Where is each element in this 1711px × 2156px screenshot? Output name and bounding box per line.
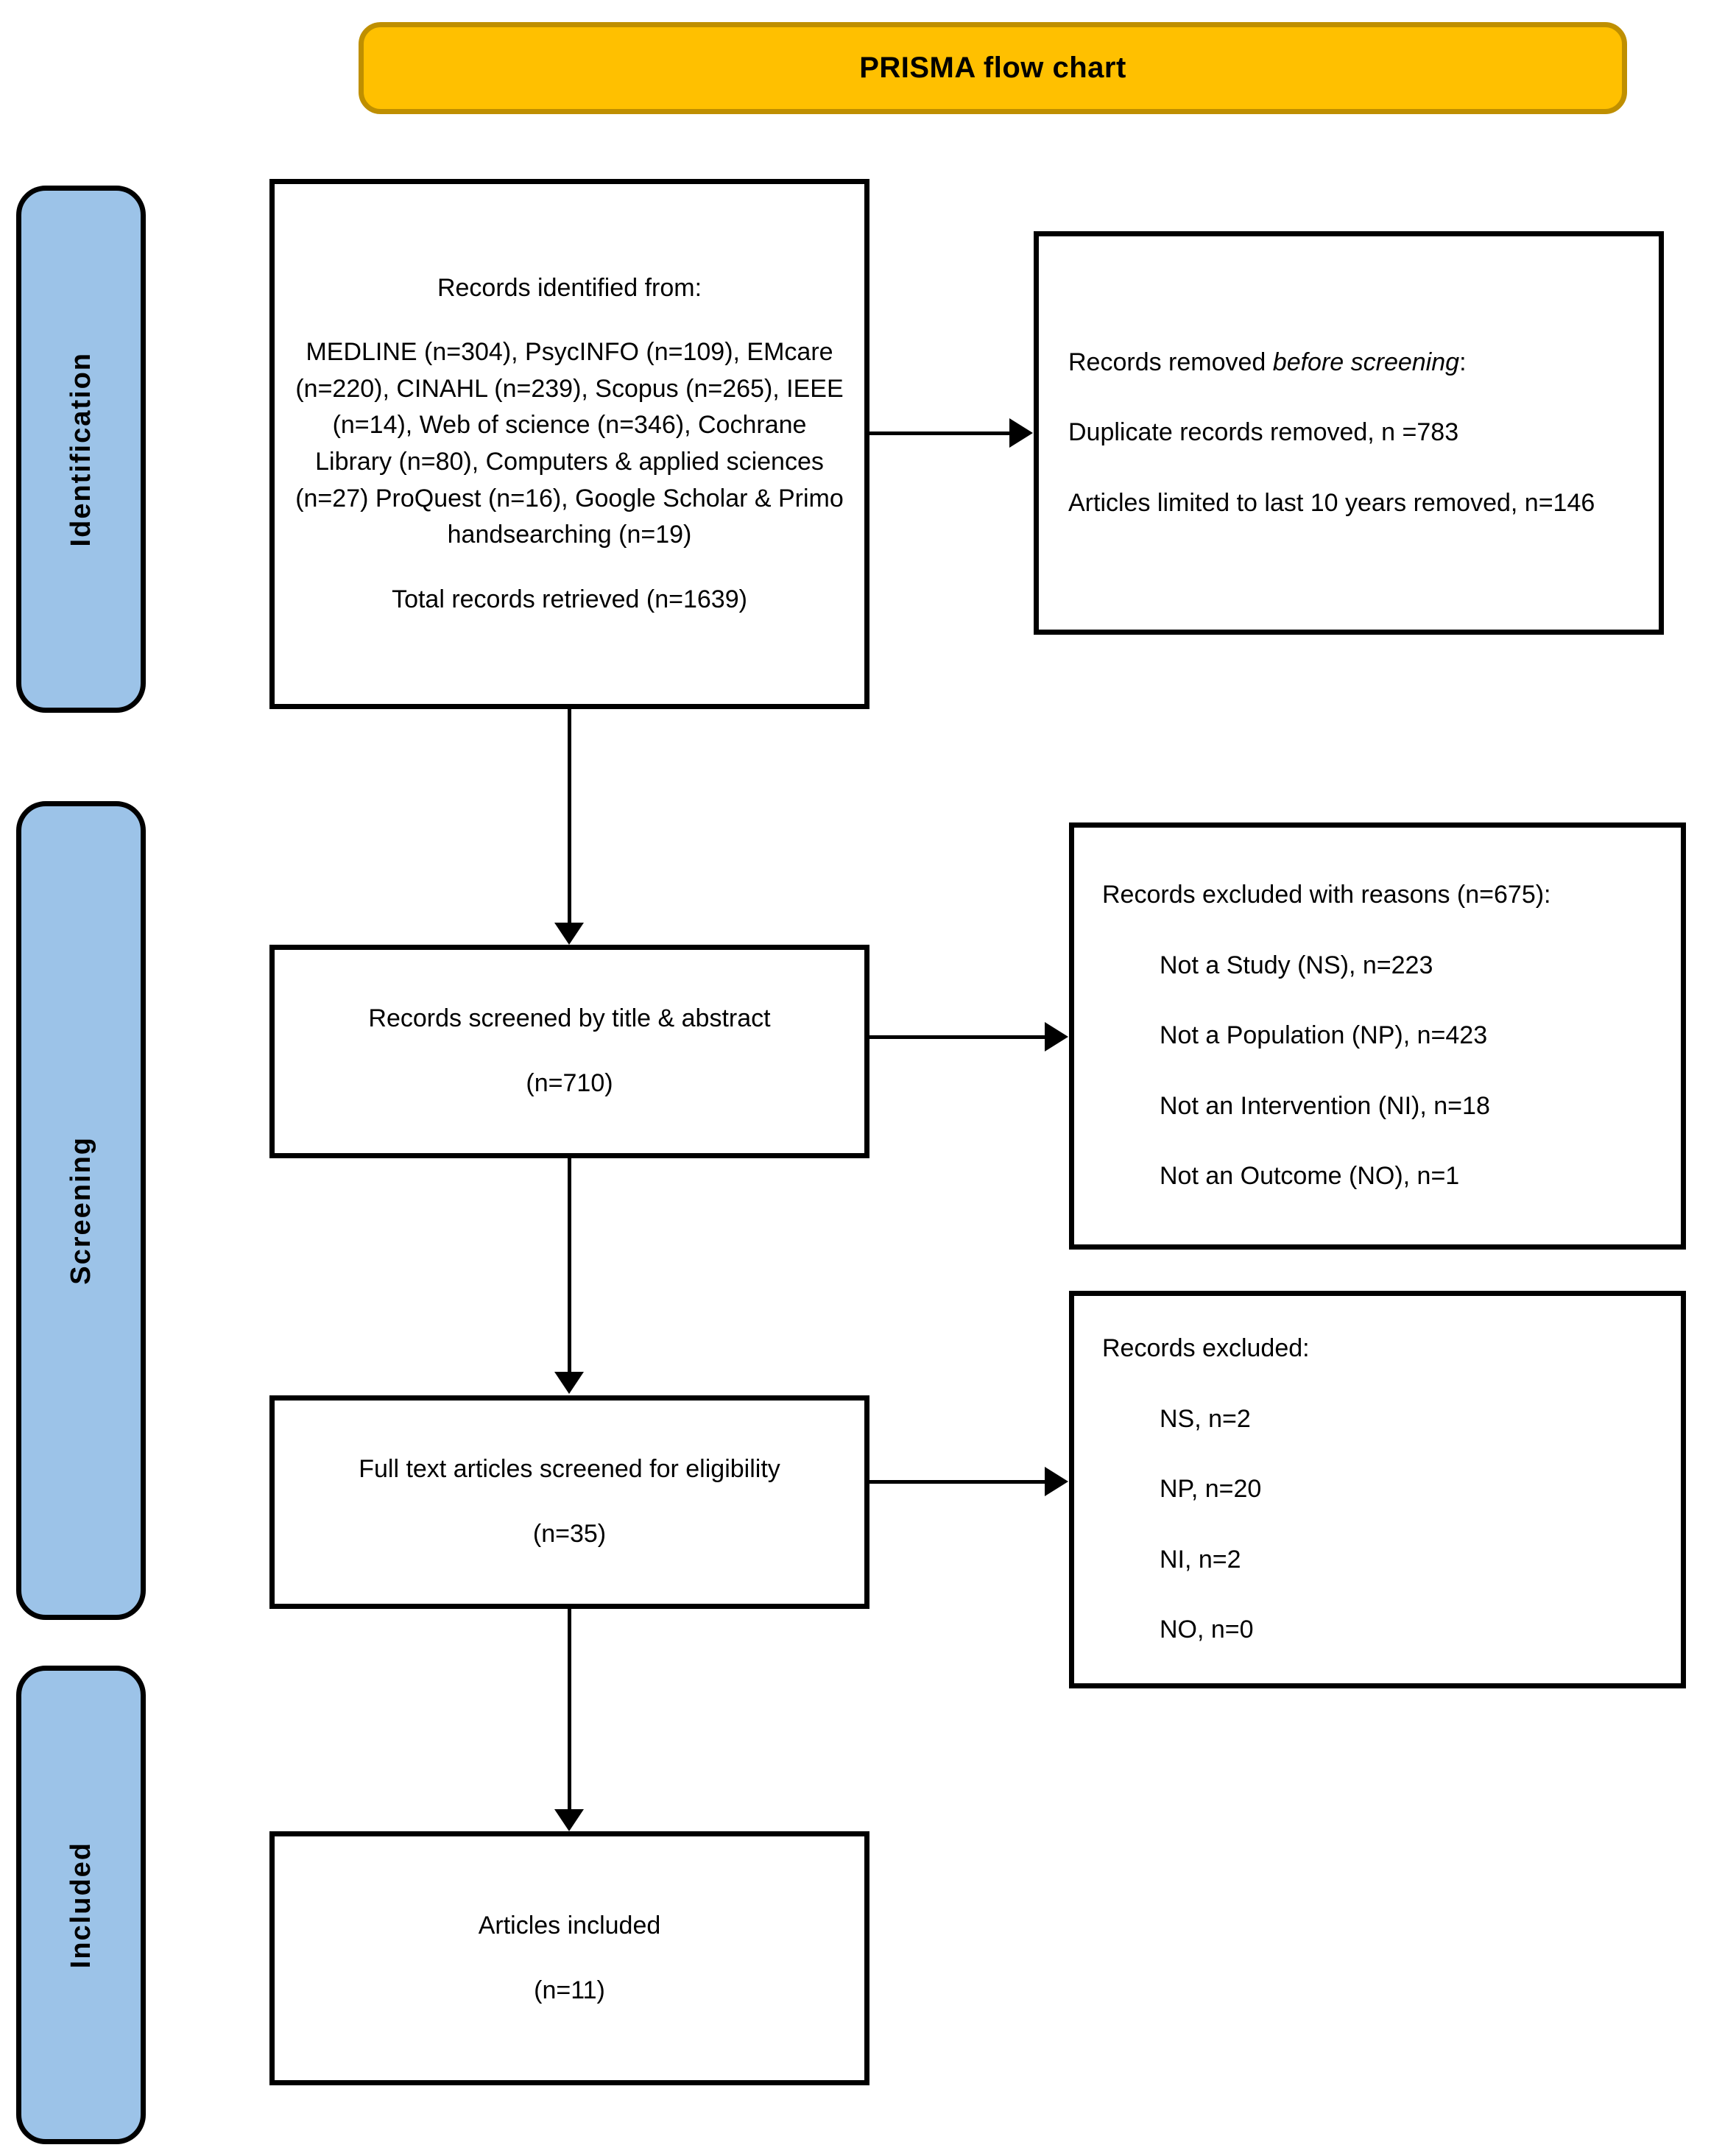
stage-label-screening-text: Screening — [65, 1136, 96, 1285]
records-identified-heading: Records identified from: — [437, 273, 702, 302]
excluded-plain-ns: NS, n=2 — [1160, 1404, 1251, 1433]
stage-label-identification: Identification — [16, 186, 146, 713]
stage-label-included: Included — [16, 1666, 146, 2144]
arrow-right-icon-identified-to-removed — [1009, 418, 1033, 448]
box-fulltext-articles-screened: Full text articles screened for eligibil… — [269, 1395, 869, 1609]
connector-fulltext-to-excluded — [869, 1480, 1045, 1484]
records-screened-label: Records screened by title & abstract — [368, 1004, 771, 1033]
connector-fulltext-to-included — [568, 1609, 571, 1809]
connector-screened-to-fulltext — [568, 1158, 571, 1372]
stage-label-identification-text: Identification — [65, 351, 96, 547]
records-removed-duplicates: Duplicate records removed, n =783 — [1068, 418, 1459, 447]
records-identified-sources: MEDLINE (n=304), PsycINFO (n=109), EMcar… — [295, 338, 844, 549]
chart-title-banner: PRISMA flow chart — [359, 22, 1627, 114]
connector-identified-to-screened — [568, 709, 571, 923]
excluded-plain-no: NO, n=0 — [1160, 1616, 1254, 1644]
box-records-removed-before-screening: Records removed before screening: Duplic… — [1034, 231, 1664, 635]
box-records-excluded-with-reasons: Records excluded with reasons (n=675): N… — [1069, 822, 1686, 1250]
box-records-identified: Records identified from: MEDLINE (n=304)… — [269, 179, 869, 709]
excluded-plain-heading: Records excluded: — [1102, 1334, 1310, 1362]
records-removed-heading: Records removed before screening: — [1068, 348, 1467, 376]
articles-included-label: Articles included — [478, 1911, 661, 1940]
arrow-right-icon-screened-to-excluded — [1045, 1022, 1068, 1051]
excluded-reason-no: Not an Outcome (NO), n=1 — [1160, 1162, 1460, 1191]
excluded-plain-np: NP, n=20 — [1160, 1475, 1262, 1504]
excluded-reason-ni: Not an Intervention (NI), n=18 — [1160, 1091, 1490, 1120]
fulltext-count: (n=35) — [532, 1520, 607, 1548]
articles-included-count: (n=11) — [534, 1976, 605, 2004]
arrow-down-icon-screened-to-fulltext — [554, 1372, 584, 1394]
arrow-down-icon-fulltext-to-included — [554, 1809, 584, 1831]
records-screened-count: (n=710) — [526, 1069, 613, 1097]
connector-screened-to-excluded — [869, 1035, 1045, 1039]
arrow-right-icon-fulltext-to-excluded — [1045, 1467, 1068, 1496]
records-identified-total: Total records retrieved (n=1639) — [392, 585, 747, 613]
excluded-plain-ni: NI, n=2 — [1160, 1545, 1241, 1574]
arrow-down-icon-identified-to-screened — [554, 923, 584, 945]
excluded-reason-ns: Not a Study (NS), n=223 — [1160, 951, 1433, 979]
box-records-excluded: Records excluded: NS, n=2 NP, n=20 NI, n… — [1069, 1291, 1686, 1688]
box-records-screened: Records screened by title & abstract (n=… — [269, 945, 869, 1158]
stage-label-included-text: Included — [65, 1841, 96, 1969]
excluded-reason-np: Not a Population (NP), n=423 — [1160, 1021, 1488, 1050]
box-articles-included: Articles included (n=11) — [269, 1831, 869, 2085]
connector-identified-to-removed — [869, 431, 1009, 435]
excluded-with-reasons-heading: Records excluded with reasons (n=675): — [1102, 880, 1551, 909]
chart-title-text: PRISMA flow chart — [859, 52, 1126, 84]
stage-label-screening: Screening — [16, 801, 146, 1620]
fulltext-label: Full text articles screened for eligibil… — [359, 1455, 780, 1484]
records-removed-date-limit: Articles limited to last 10 years remove… — [1068, 488, 1595, 517]
